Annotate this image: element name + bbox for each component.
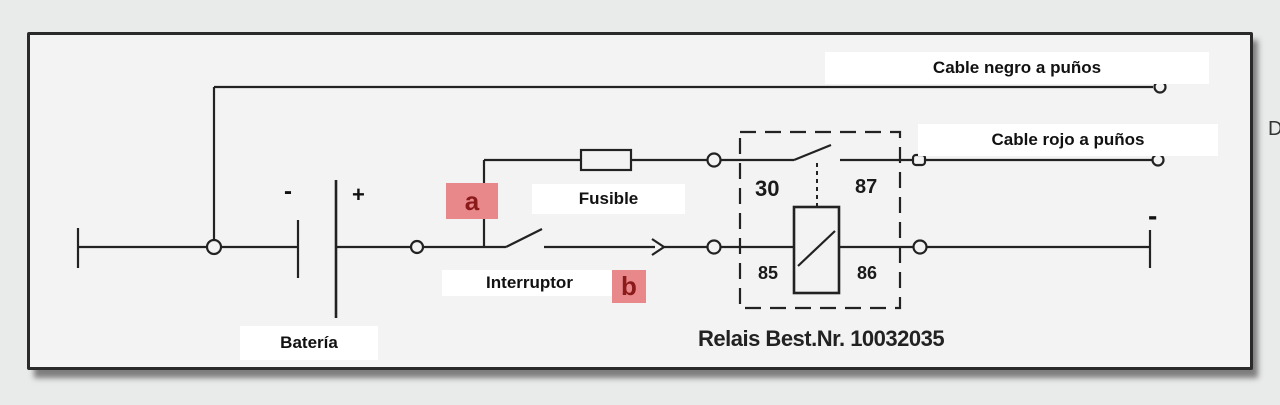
marker-b: b xyxy=(612,270,646,303)
cable-rojo-label: Cable rojo a puños xyxy=(918,124,1218,156)
relay-coil-slash xyxy=(797,230,836,267)
terminal-relay-87 xyxy=(911,153,927,167)
terminal-black-cable-junction xyxy=(205,238,223,256)
marker-a: a xyxy=(446,183,498,219)
terminal-battery-positive xyxy=(409,239,425,255)
fusible-label: Fusible xyxy=(532,184,685,214)
relay-pin-30: 30 xyxy=(755,176,780,201)
interruptor-label: Interruptor xyxy=(442,270,617,296)
cable-negro-label: Cable negro a puños xyxy=(825,52,1209,84)
cropped-side-text: D xyxy=(1268,118,1280,140)
battery-plus-sign: + xyxy=(352,182,365,207)
interruptor-lever xyxy=(505,228,543,248)
terminal-relay-85 xyxy=(706,239,722,255)
bateria-label: Batería xyxy=(240,326,378,360)
relay-pin-87: 87 xyxy=(855,176,878,198)
terminal-red-cable-end xyxy=(1151,153,1165,167)
relay-pin-85: 85 xyxy=(758,263,779,283)
relay-pin-86: 86 xyxy=(857,263,878,283)
terminal-relay-86 xyxy=(912,239,928,255)
battery-minus-sign: - xyxy=(284,178,292,205)
relay-contact-lever xyxy=(793,143,832,162)
fuse-body xyxy=(579,148,633,172)
terminal-relay-30 xyxy=(706,152,722,168)
relay-dashed-box xyxy=(738,130,902,310)
relais-caption: Relais Best.Nr. 10032035 xyxy=(698,326,945,351)
ground-minus-sign: - xyxy=(1148,200,1158,231)
